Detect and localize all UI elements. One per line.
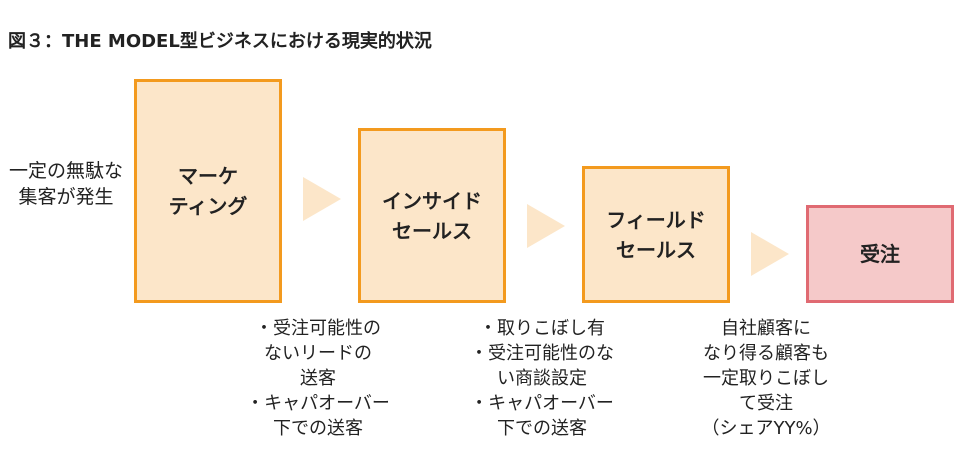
note-inside-sales: ・取りこぼし有 ・受注可能性のな い商談設定 ・キャパオーバー 下での送客 — [452, 316, 632, 441]
note-line: 一定取りこぼし — [703, 368, 829, 389]
stage-field-sales-box: フィールド セールス — [582, 166, 730, 303]
note-line: （シェアYY%） — [701, 418, 831, 439]
note-line: ・受注可能性のな — [470, 343, 614, 364]
stage-inside-sales-box: インサイド セールス — [358, 128, 506, 303]
flow-arrow — [527, 204, 565, 248]
flow-arrow — [303, 177, 341, 221]
stage-order-line: 受注 — [860, 242, 900, 266]
note-line: 自社顧客に — [721, 318, 811, 339]
stage-order-box: 受注 — [806, 205, 954, 303]
stage-field-sales-line: フィールド — [606, 207, 706, 232]
left-note-line: 集客が発生 — [18, 186, 114, 208]
stage-marketing-line: ティング — [168, 194, 248, 218]
note-line: ないリードの — [264, 343, 372, 364]
stage-field-sales-line: セールス — [615, 237, 696, 262]
diagram-title: 図３：THE MODEL型ビジネスにおける現実的状況 — [8, 31, 432, 52]
note-line: い商談設定 — [497, 368, 587, 389]
left-note: 一定の無駄な 集客が発生 — [0, 158, 132, 210]
stage-marketing-line: マーケ — [178, 164, 238, 188]
note-field-sales: 自社顧客に なり得る顧客も 一定取りこぼし て受注 （シェアYY%） — [676, 316, 856, 441]
stage-inside-sales-line: セールス — [392, 218, 472, 243]
note-line: ・取りこぼし有 — [479, 318, 605, 339]
stage-marketing-box: マーケ ティング — [134, 79, 282, 303]
flow-arrow — [751, 232, 789, 276]
note-line: ・キャパオーバー — [246, 393, 390, 414]
note-marketing: ・受注可能性の ないリードの 送客 ・キャパオーバー 下での送客 — [228, 316, 408, 441]
note-line: ・受注可能性の — [255, 318, 381, 339]
note-line: 下での送客 — [273, 418, 363, 439]
left-note-line: 一定の無駄な — [8, 160, 123, 182]
stage-inside-sales-line: インサイド — [382, 188, 482, 213]
note-line: ・キャパオーバー — [470, 393, 614, 414]
note-line: 下での送客 — [497, 418, 587, 439]
note-line: て受注 — [739, 393, 793, 414]
note-line: 送客 — [300, 368, 336, 389]
note-line: なり得る顧客も — [703, 343, 829, 364]
